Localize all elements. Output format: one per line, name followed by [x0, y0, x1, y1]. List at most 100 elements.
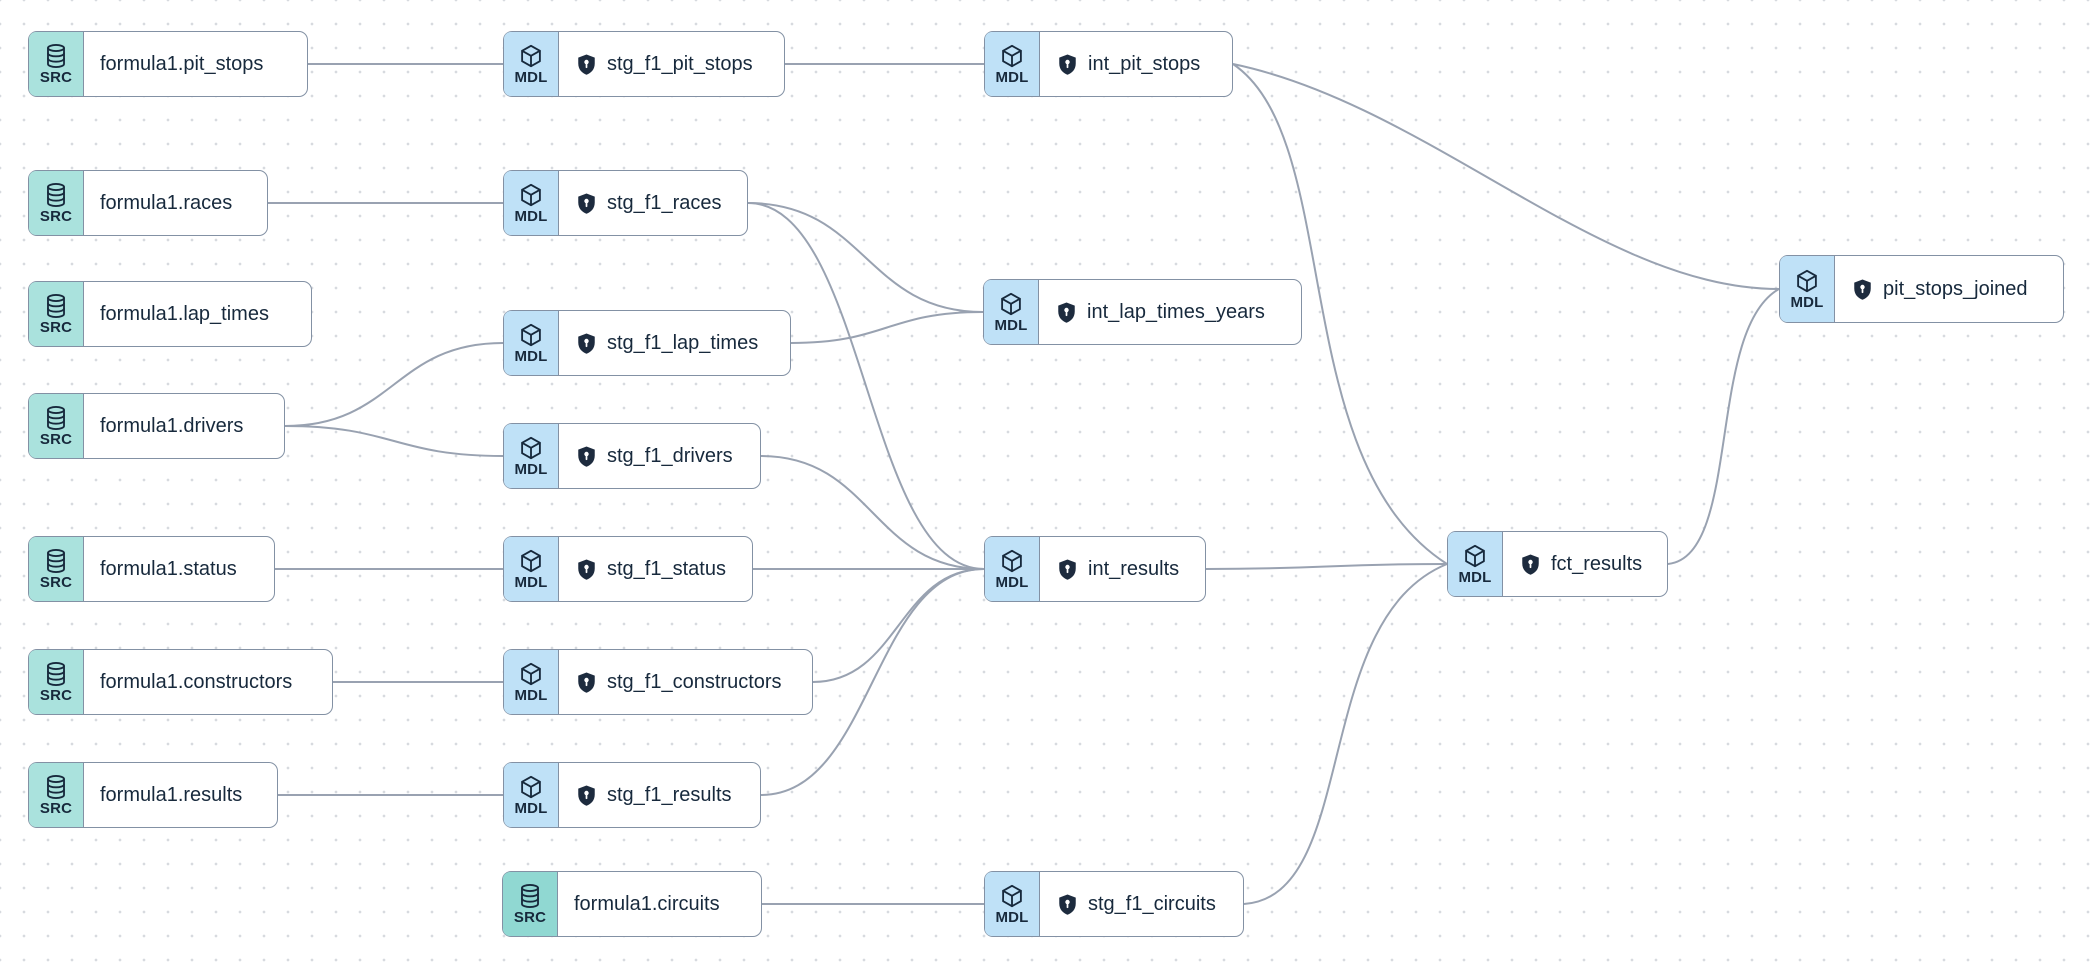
source-badge: SRC	[29, 650, 84, 714]
cube-icon	[1794, 268, 1820, 294]
badge-label: SRC	[513, 909, 547, 926]
node-label: int_results	[1088, 558, 1180, 580]
node-label: stg_f1_races	[607, 192, 722, 214]
shield-icon	[575, 671, 598, 694]
model-badge: MDL	[504, 763, 559, 827]
badge-label: MDL	[995, 574, 1029, 591]
node-label: formula1.results	[100, 784, 243, 806]
source-badge: SRC	[29, 394, 84, 458]
edge-int_pit_stops-to-fct_results	[1232, 63, 1448, 565]
cube-icon	[518, 43, 544, 69]
badge-label: SRC	[39, 687, 73, 704]
node-int_results[interactable]: MDL int_results	[984, 536, 1206, 602]
shield-icon	[575, 784, 598, 807]
database-icon	[43, 661, 69, 687]
cube-icon	[518, 774, 544, 800]
shield-icon	[1055, 301, 1078, 324]
badge-label: MDL	[1790, 294, 1824, 311]
node-label: stg_f1_circuits	[1088, 893, 1216, 915]
node-label: int_pit_stops	[1088, 53, 1201, 75]
node-stg_f1_pit_stops[interactable]: MDL stg_f1_pit_stops	[503, 31, 785, 97]
database-icon	[43, 548, 69, 574]
edge-stg_races-to-int_lap_times_years	[747, 202, 984, 313]
edge-src_drivers-to-stg_lap_times	[284, 342, 504, 427]
node-formula1.races[interactable]: SRC formula1.races	[28, 170, 268, 236]
source-badge: SRC	[29, 171, 84, 235]
node-label: formula1.races	[100, 192, 233, 214]
node-stg_f1_constructors[interactable]: MDL stg_f1_constructors	[503, 649, 813, 715]
shield-icon	[575, 445, 598, 468]
database-icon	[43, 293, 69, 319]
node-stg_f1_drivers[interactable]: MDL stg_f1_drivers	[503, 423, 761, 489]
node-stg_f1_circuits[interactable]: MDL stg_f1_circuits	[984, 871, 1244, 937]
edge-stg_drivers-to-int_results	[760, 455, 985, 570]
model-badge: MDL	[504, 424, 559, 488]
node-formula1.pit_stops[interactable]: SRC formula1.pit_stops	[28, 31, 308, 97]
model-badge: MDL	[985, 537, 1040, 601]
node-formula1.results[interactable]: SRC formula1.results	[28, 762, 278, 828]
badge-label: SRC	[39, 208, 73, 225]
node-label: int_lap_times_years	[1087, 301, 1265, 323]
edge-stg_results-to-int_results	[760, 568, 985, 796]
edge-fct_results-to-pit_stops_joined	[1667, 288, 1780, 565]
cube-icon	[998, 291, 1024, 317]
edge-int_results-to-fct_results	[1205, 563, 1448, 570]
source-badge: SRC	[503, 872, 558, 936]
badge-label: MDL	[514, 687, 548, 704]
node-formula1.lap_times[interactable]: SRC formula1.lap_times	[28, 281, 312, 347]
shield-icon	[1851, 278, 1874, 301]
node-label: formula1.pit_stops	[100, 53, 264, 75]
node-formula1.drivers[interactable]: SRC formula1.drivers	[28, 393, 285, 459]
badge-label: MDL	[995, 69, 1029, 86]
source-badge: SRC	[29, 537, 84, 601]
cube-icon	[999, 883, 1025, 909]
source-badge: SRC	[29, 282, 84, 346]
model-badge: MDL	[985, 32, 1040, 96]
model-badge: MDL	[1448, 532, 1503, 596]
cube-icon	[1462, 543, 1488, 569]
database-icon	[43, 182, 69, 208]
badge-label: MDL	[995, 909, 1029, 926]
model-badge: MDL	[985, 872, 1040, 936]
node-label: formula1.drivers	[100, 415, 244, 437]
model-badge: MDL	[504, 171, 559, 235]
cube-icon	[518, 322, 544, 348]
badge-label: MDL	[1458, 569, 1492, 586]
edge-int_pit_stops-to-pit_stops_joined	[1232, 63, 1780, 290]
badge-label: MDL	[514, 461, 548, 478]
badge-label: SRC	[39, 319, 73, 336]
shield-icon	[575, 332, 598, 355]
node-label: formula1.lap_times	[100, 303, 269, 325]
node-label: stg_f1_drivers	[607, 445, 733, 467]
source-badge: SRC	[29, 763, 84, 827]
node-int_pit_stops[interactable]: MDL int_pit_stops	[984, 31, 1233, 97]
database-icon	[43, 405, 69, 431]
badge-label: MDL	[514, 348, 548, 365]
node-pit_stops_joined[interactable]: MDL pit_stops_joined	[1779, 255, 2064, 323]
source-badge: SRC	[29, 32, 84, 96]
model-badge: MDL	[1780, 256, 1835, 322]
database-icon	[43, 774, 69, 800]
node-label: stg_f1_constructors	[607, 671, 782, 693]
badge-label: MDL	[514, 69, 548, 86]
node-stg_f1_races[interactable]: MDL stg_f1_races	[503, 170, 748, 236]
node-int_lap_times_years[interactable]: MDL int_lap_times_years	[983, 279, 1302, 345]
edge-src_drivers-to-stg_drivers	[284, 425, 504, 457]
node-label: pit_stops_joined	[1883, 278, 2028, 300]
model-badge: MDL	[504, 650, 559, 714]
node-label: stg_f1_pit_stops	[607, 53, 753, 75]
shield-icon	[575, 192, 598, 215]
cube-icon	[518, 435, 544, 461]
badge-label: MDL	[514, 800, 548, 817]
model-badge: MDL	[504, 32, 559, 96]
model-badge: MDL	[984, 280, 1039, 344]
badge-label: SRC	[39, 800, 73, 817]
